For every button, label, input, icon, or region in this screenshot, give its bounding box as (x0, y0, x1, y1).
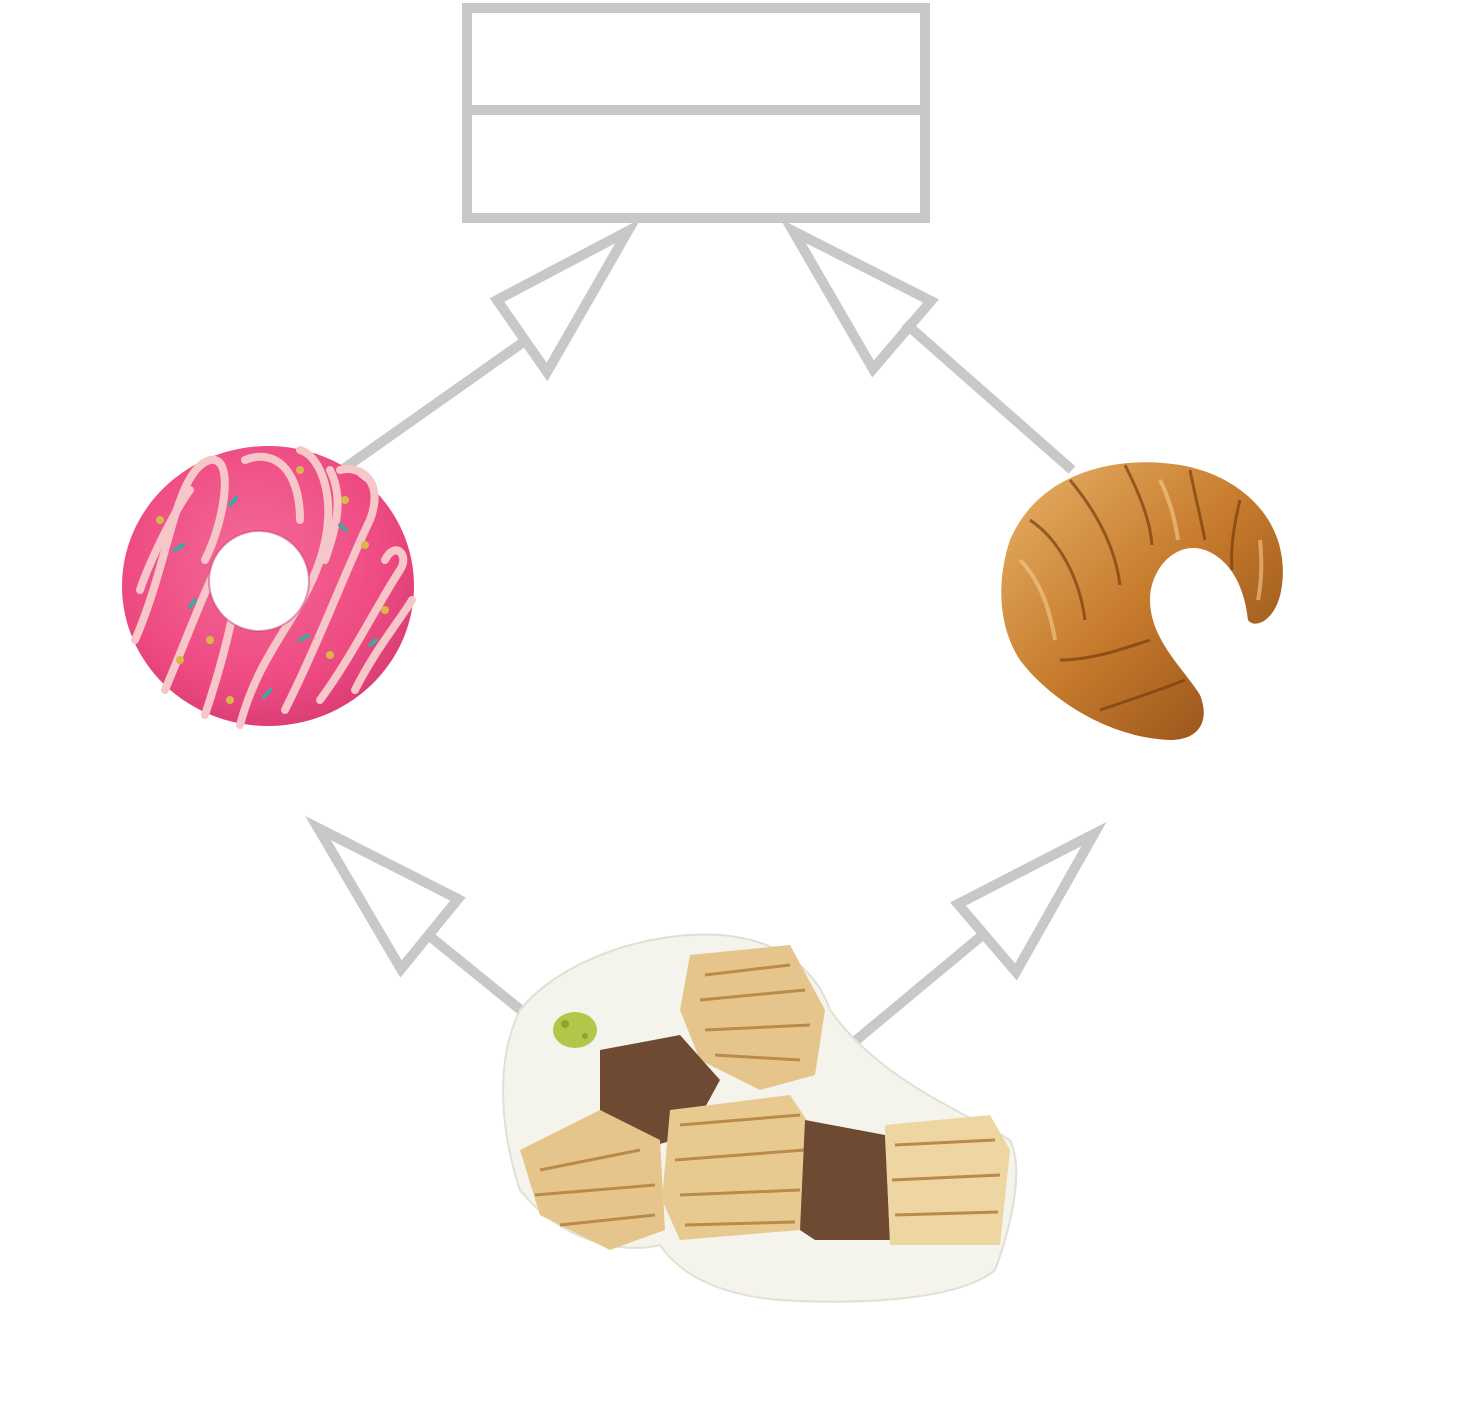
cronut-icon (502, 933, 1018, 1303)
edge-croissant-to-base (780, 218, 1076, 474)
edge-cronut-to-donut (305, 815, 537, 1024)
croissant-icon (1001, 462, 1283, 740)
base-class-box (462, 3, 930, 223)
edge-donut-to-base (339, 218, 641, 475)
donut-icon (122, 446, 416, 729)
